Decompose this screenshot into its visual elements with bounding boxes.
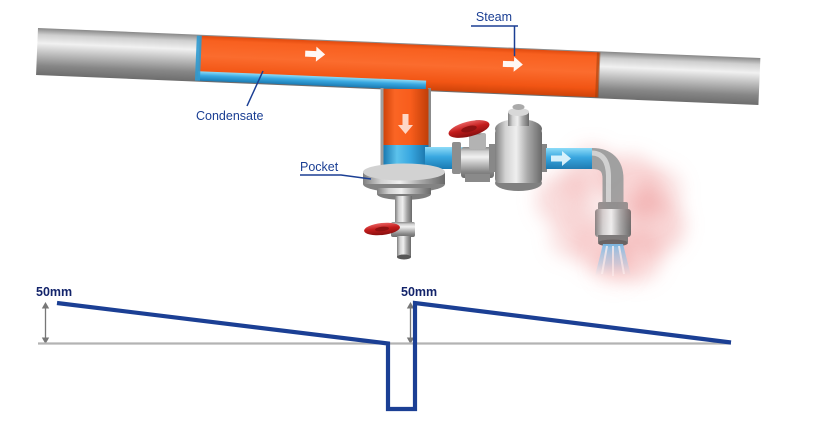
condensate-label: Condensate	[196, 109, 263, 123]
trap-dome	[495, 119, 542, 139]
plume-puff	[572, 196, 604, 228]
main-steam-pipe	[36, 28, 761, 105]
valve-bonnet	[469, 133, 486, 149]
trap-outlet-flange	[541, 144, 547, 172]
trap-inlet-flange	[489, 144, 495, 172]
discharge-coupling-ring-bottom	[598, 235, 628, 242]
discharge-coupling-ring-top	[598, 202, 628, 211]
trap-cap-nut	[512, 104, 525, 110]
drop-leg-wall-right	[428, 88, 431, 170]
steam-trap	[489, 104, 547, 191]
cutaway-right-rim	[595, 52, 601, 98]
blowdown-stub-pipe	[395, 196, 412, 224]
plume-puff	[626, 188, 662, 224]
drop-leg-wall-left	[380, 88, 384, 170]
plume-puff	[558, 172, 586, 200]
trap-cap-top	[508, 108, 529, 116]
valve-body	[461, 147, 494, 178]
slope-diagram: 50mm 50mm	[36, 285, 732, 412]
isolation-valve-handwheel-icon	[448, 120, 490, 138]
steam-plume-front	[558, 172, 662, 284]
trap-cap-neck	[508, 112, 529, 126]
pocket-flange-top	[363, 163, 445, 181]
right-measure-arrow-icon	[406, 302, 415, 344]
handwheel-hub	[375, 226, 389, 232]
valve-body-base	[465, 174, 490, 182]
cutaway-left-rim	[194, 35, 202, 81]
right-drop-dimension: 50mm	[401, 285, 437, 299]
plume-puff	[550, 218, 590, 258]
left-drop-dimension: 50mm	[36, 285, 72, 299]
steam-label: Steam	[476, 10, 512, 24]
valve-inlet-flange	[452, 142, 461, 174]
measure-arrow-head-up	[41, 302, 50, 309]
discharge-coupling-body	[595, 209, 631, 237]
pocket-cap-side	[377, 188, 431, 194]
pocket-assembly	[363, 163, 445, 260]
measure-arrow-head-down	[406, 337, 415, 344]
plume-puff	[594, 244, 634, 284]
pocket-pointer-line	[300, 174, 372, 180]
handwheel-hub	[461, 125, 477, 133]
measure-arrow-head-down	[41, 337, 50, 344]
callout-labels: Steam Condensate Pocket	[196, 10, 518, 180]
isolation-valve	[448, 120, 494, 182]
trap-body	[495, 129, 542, 183]
condensate-layer	[197, 71, 427, 91]
measure-arrow-head-up	[406, 302, 415, 309]
drop-leg	[380, 88, 431, 170]
left-measure-arrow-icon	[41, 302, 50, 344]
blowdown-valve-handwheel-icon	[364, 222, 400, 236]
pipe-fall-line-with-pocket	[56, 300, 732, 412]
outlet-elbow-highlight	[591, 150, 611, 206]
blowdown-outlet-end	[397, 254, 411, 260]
condensate-pointer-line	[246, 70, 264, 107]
pocket-label: Pocket	[300, 160, 339, 174]
blowdown-outlet-pipe	[397, 236, 411, 257]
